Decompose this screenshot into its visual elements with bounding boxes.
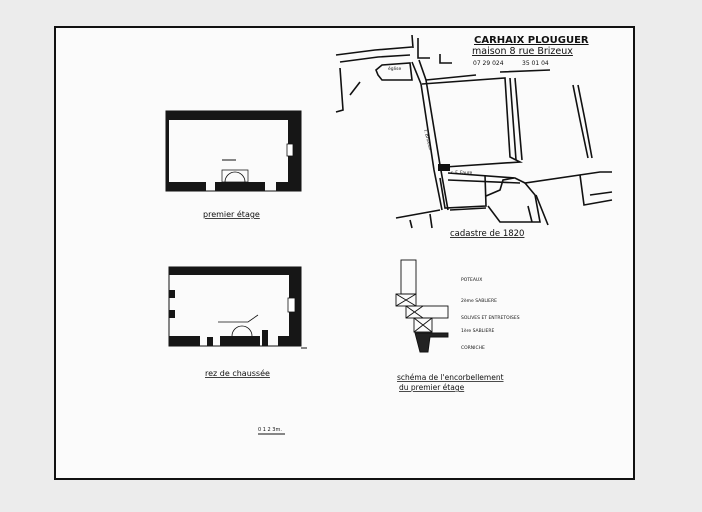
reference-right: 35 01 04 xyxy=(522,60,549,67)
house-location-marker xyxy=(438,164,450,171)
scale-label: 0 1 2 3m. xyxy=(258,427,282,433)
plan-premier-etage xyxy=(165,110,302,192)
cadastre-map xyxy=(335,34,613,229)
title-house: maison 8 rue Brizeux xyxy=(472,46,573,57)
legend-2eme-sabliere: 2ème SABLIERE xyxy=(461,297,497,304)
legend-poteaux: POTEAUX xyxy=(461,277,482,283)
street-label-faure: r. F. Faure xyxy=(451,170,473,176)
title-town: CARHAIX PLOUGUER xyxy=(474,35,589,46)
reference-left: 07 29 024 xyxy=(473,60,504,67)
legend-corniche: CORNICHE xyxy=(461,345,485,351)
legend-1ere-sabliere: 1ère SABLIERE xyxy=(461,327,494,334)
ground-floor-caption: rez de chaussée xyxy=(205,368,270,378)
cadastre-caption: cadastre de 1820 xyxy=(450,229,524,239)
section-caption-line1: schéma de l'encorbellement xyxy=(397,373,504,382)
legend-solives: SOLIVES ET ENTRETOISES xyxy=(461,315,520,321)
upper-floor-caption: premier étage xyxy=(203,209,260,219)
sheet-frame xyxy=(54,26,635,480)
section-caption-line2: du premier étage xyxy=(399,383,465,392)
church-label: église xyxy=(388,65,401,72)
plan-rez-de-chaussee xyxy=(168,266,307,349)
street-label-brizeux: r. Brizeux xyxy=(422,129,433,151)
encorbellement-section xyxy=(395,259,449,353)
